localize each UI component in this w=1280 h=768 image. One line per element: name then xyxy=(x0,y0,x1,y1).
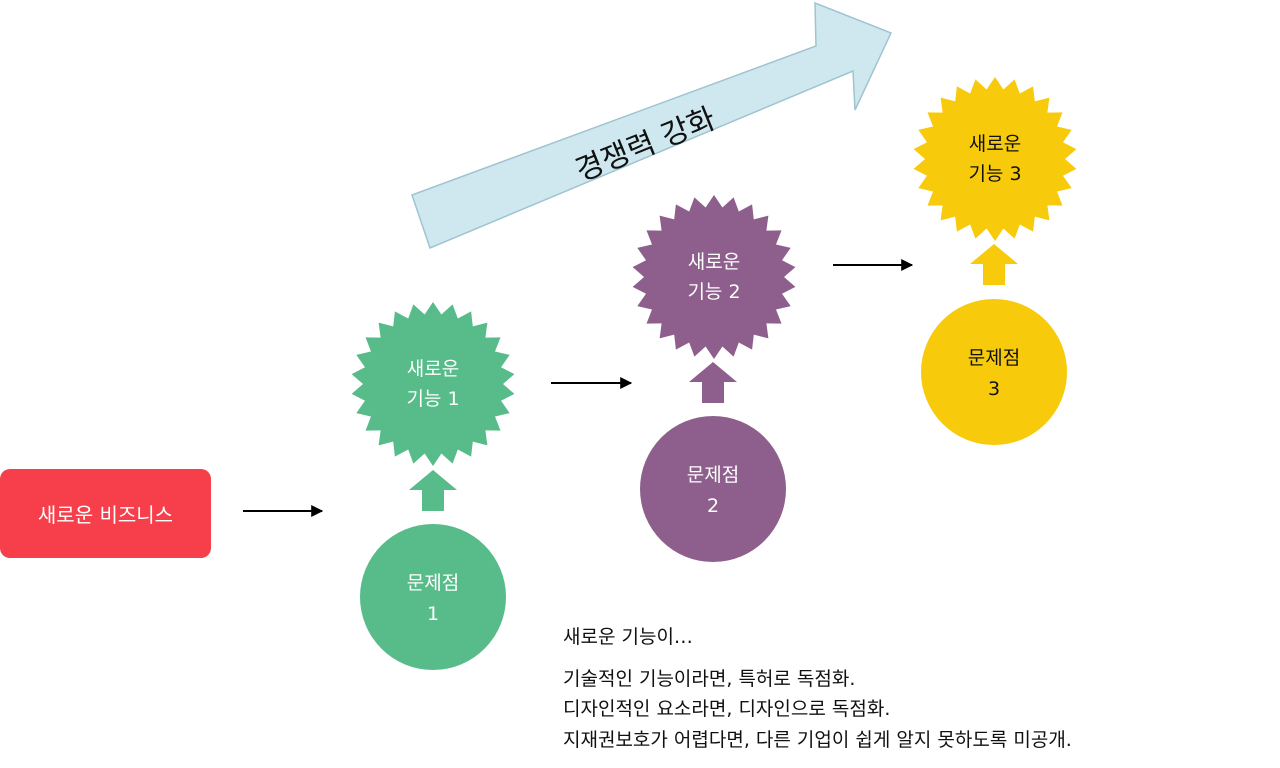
problem-3-label-line1: 문제점 xyxy=(968,347,1020,369)
business-box xyxy=(0,469,211,558)
problem-3-circle xyxy=(921,299,1067,445)
problem-2-label-line1: 문제점 xyxy=(687,464,739,486)
problem-3-label-line2: 3 xyxy=(988,378,1000,400)
feature-2-label-line1: 새로운 xyxy=(688,251,740,273)
feature-3-label-line2: 기능 3 xyxy=(968,163,1021,185)
problem-1-label-line2: 1 xyxy=(427,603,439,625)
problem-1-circle xyxy=(360,524,506,670)
stage-2: 새로운 기능 2 문제점 2 xyxy=(632,195,796,562)
feature-3-burst xyxy=(913,77,1077,241)
stage-1: 새로운 기능 1 문제점 1 xyxy=(351,302,515,670)
problem-2-circle xyxy=(640,416,786,562)
notes-line-1: 기술적인 기능이라면, 특허로 독점화. xyxy=(563,668,856,690)
problem-2-label-line2: 2 xyxy=(707,495,719,517)
feature-1-label-line2: 기능 1 xyxy=(406,388,459,410)
competitiveness-arrow: 경쟁력 강화 xyxy=(411,1,893,250)
feature-1-label-line1: 새로운 xyxy=(407,358,459,380)
feature-2-burst xyxy=(632,195,796,359)
stage-3: 새로운 기능 3 문제점 3 xyxy=(913,77,1077,445)
feature-2-label-line2: 기능 2 xyxy=(687,281,740,303)
notes-line-3: 지재권보호가 어렵다면, 다른 기업이 쉽게 알지 못하도록 미공개. xyxy=(563,729,1072,751)
notes-line-2: 디자인적인 요소라면, 디자인으로 독점화. xyxy=(563,698,891,720)
up-arrow-2 xyxy=(689,362,737,403)
problem-1-label-line1: 문제점 xyxy=(407,572,459,594)
notes-heading: 새로운 기능이… xyxy=(563,626,693,648)
feature-1-burst xyxy=(351,302,515,466)
feature-3-label-line1: 새로운 xyxy=(969,133,1021,155)
up-arrow-3 xyxy=(970,244,1018,285)
competitiveness-arrow-shape xyxy=(411,1,893,250)
up-arrow-1 xyxy=(409,470,457,511)
